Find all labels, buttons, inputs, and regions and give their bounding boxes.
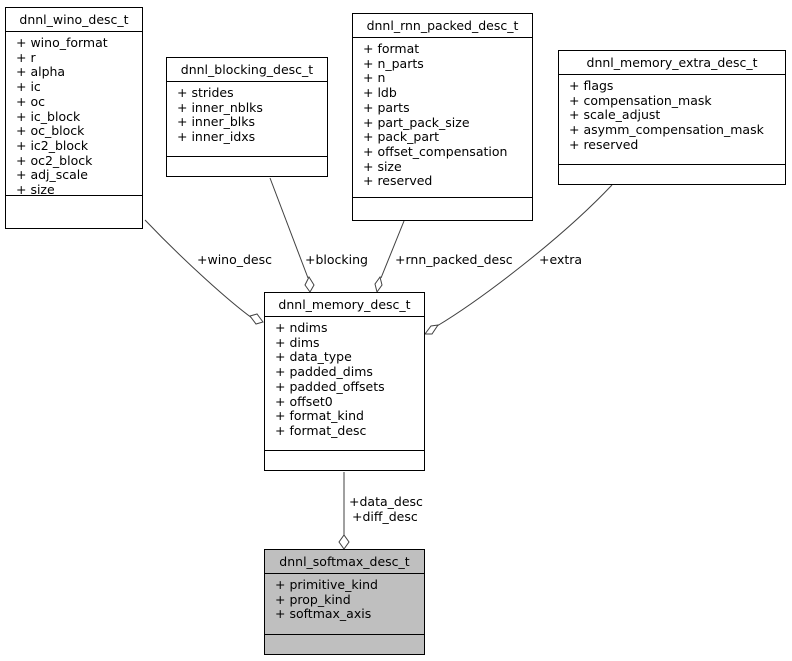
- class-name: dnnl_wino_desc_t: [6, 8, 142, 32]
- attribute: + wino_format: [16, 35, 108, 50]
- attribute: + oc_block: [16, 123, 85, 139]
- edge-label-diff-desc: +diff_desc: [352, 509, 418, 524]
- attribute: + primitive_kind: [275, 577, 378, 592]
- attribute: + pack_part: [363, 129, 440, 145]
- attribute: + n: [363, 70, 386, 86]
- attribute: + reserved: [569, 136, 639, 152]
- class-box-softmax-desc: dnnl_softmax_desc_t + primitive_kind + p…: [264, 549, 425, 655]
- attribute: + dims: [275, 334, 320, 350]
- attribute-list: + strides + inner_nblks + inner_blks + i…: [167, 82, 327, 157]
- attribute-list: + flags + compensation_mask + scale_adju…: [559, 75, 785, 165]
- attribute: + strides: [177, 85, 234, 100]
- class-box-memory-extra-desc: dnnl_memory_extra_desc_t + flags + compe…: [558, 50, 786, 185]
- attribute: + ic2_block: [16, 137, 89, 153]
- edge-rnn-packed-desc: [380, 220, 405, 279]
- attribute-list: + ndims + dims + data_type + padded_dims…: [265, 317, 424, 451]
- attribute: + format_desc: [275, 422, 367, 438]
- attribute: + data_type: [275, 349, 352, 365]
- aggregation-diamond-wino: [249, 313, 264, 325]
- attribute: + oc2_block: [16, 152, 93, 168]
- class-name: dnnl_memory_extra_desc_t: [559, 51, 785, 75]
- attribute: + padded_dims: [275, 364, 373, 380]
- attribute: + size: [16, 182, 55, 198]
- edge-extra: [436, 184, 613, 327]
- edge-label-data-desc: +data_desc: [349, 494, 423, 509]
- attribute-list: + wino_format + r + alpha + ic + oc + ic…: [6, 32, 142, 198]
- edge-label-wino-desc: +wino_desc: [197, 252, 272, 267]
- aggregation-diamond-blocking: [304, 275, 315, 293]
- attribute: + offset0: [275, 393, 333, 409]
- attribute: + inner_nblks: [177, 99, 263, 115]
- attribute: + part_pack_size: [363, 114, 470, 130]
- attribute-list: + format + n_parts + n + ldb + parts + p…: [353, 38, 532, 198]
- attribute: + reserved: [363, 173, 433, 189]
- attribute: + softmax_axis: [275, 606, 372, 622]
- attribute: + scale_adjust: [569, 107, 661, 123]
- aggregation-diamond-softmax: [338, 534, 350, 550]
- attribute: + flags: [569, 78, 614, 93]
- attribute: + asymm_compensation_mask: [569, 122, 764, 138]
- class-box-blocking-desc: dnnl_blocking_desc_t + strides + inner_n…: [166, 57, 328, 177]
- aggregation-diamond-extra: [424, 324, 440, 335]
- class-name: dnnl_memory_desc_t: [265, 293, 424, 317]
- class-name: dnnl_softmax_desc_t: [265, 550, 424, 574]
- class-box-memory-desc: dnnl_memory_desc_t + ndims + dims + data…: [264, 292, 425, 471]
- attribute: + padded_offsets: [275, 378, 385, 394]
- edge-wino-desc: [144, 219, 253, 319]
- class-name: dnnl_blocking_desc_t: [167, 58, 327, 82]
- attribute: + ic: [16, 79, 41, 95]
- class-name: dnnl_rnn_packed_desc_t: [353, 14, 532, 38]
- attribute: + inner_idxs: [177, 129, 256, 145]
- attribute: + adj_scale: [16, 167, 88, 183]
- attribute: + prop_kind: [275, 591, 351, 607]
- attribute: + ldb: [363, 85, 397, 101]
- edge-label-extra: +extra: [539, 252, 583, 267]
- attribute: + ic_block: [16, 108, 81, 124]
- attribute: + format_kind: [275, 408, 364, 424]
- attribute-list: + primitive_kind + prop_kind + softmax_a…: [265, 574, 424, 635]
- attribute: + compensation_mask: [569, 92, 712, 108]
- attribute: + offset_compensation: [363, 143, 508, 159]
- attribute: + parts: [363, 99, 410, 115]
- attribute: + size: [363, 158, 402, 174]
- attribute: + n_parts: [363, 55, 424, 71]
- edge-blocking: [269, 177, 309, 279]
- attribute: + inner_blks: [177, 114, 256, 130]
- edge-label-rnn-packed-desc: +rnn_packed_desc: [395, 252, 513, 267]
- attribute: + ndims: [275, 320, 328, 335]
- attribute: + alpha: [16, 64, 66, 80]
- attribute: + format: [363, 41, 420, 56]
- edge-label-blocking: +blocking: [305, 252, 368, 267]
- aggregation-diamond-rnn: [374, 275, 383, 294]
- attribute: + r: [16, 49, 36, 65]
- class-box-rnn-packed-desc: dnnl_rnn_packed_desc_t + format + n_part…: [352, 13, 533, 221]
- attribute: + oc: [16, 93, 45, 109]
- class-box-wino-desc: dnnl_wino_desc_t + wino_format + r + alp…: [5, 7, 143, 229]
